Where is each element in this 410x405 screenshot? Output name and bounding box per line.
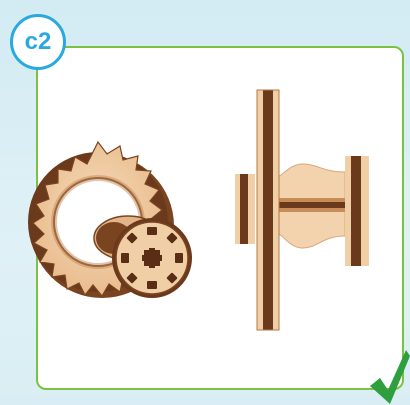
step-label: c2 (25, 28, 52, 56)
check-icon (368, 346, 410, 405)
axle-side-view-icon (225, 80, 375, 340)
step-badge: c2 (10, 14, 66, 70)
gear-assembly-icon (10, 130, 210, 330)
